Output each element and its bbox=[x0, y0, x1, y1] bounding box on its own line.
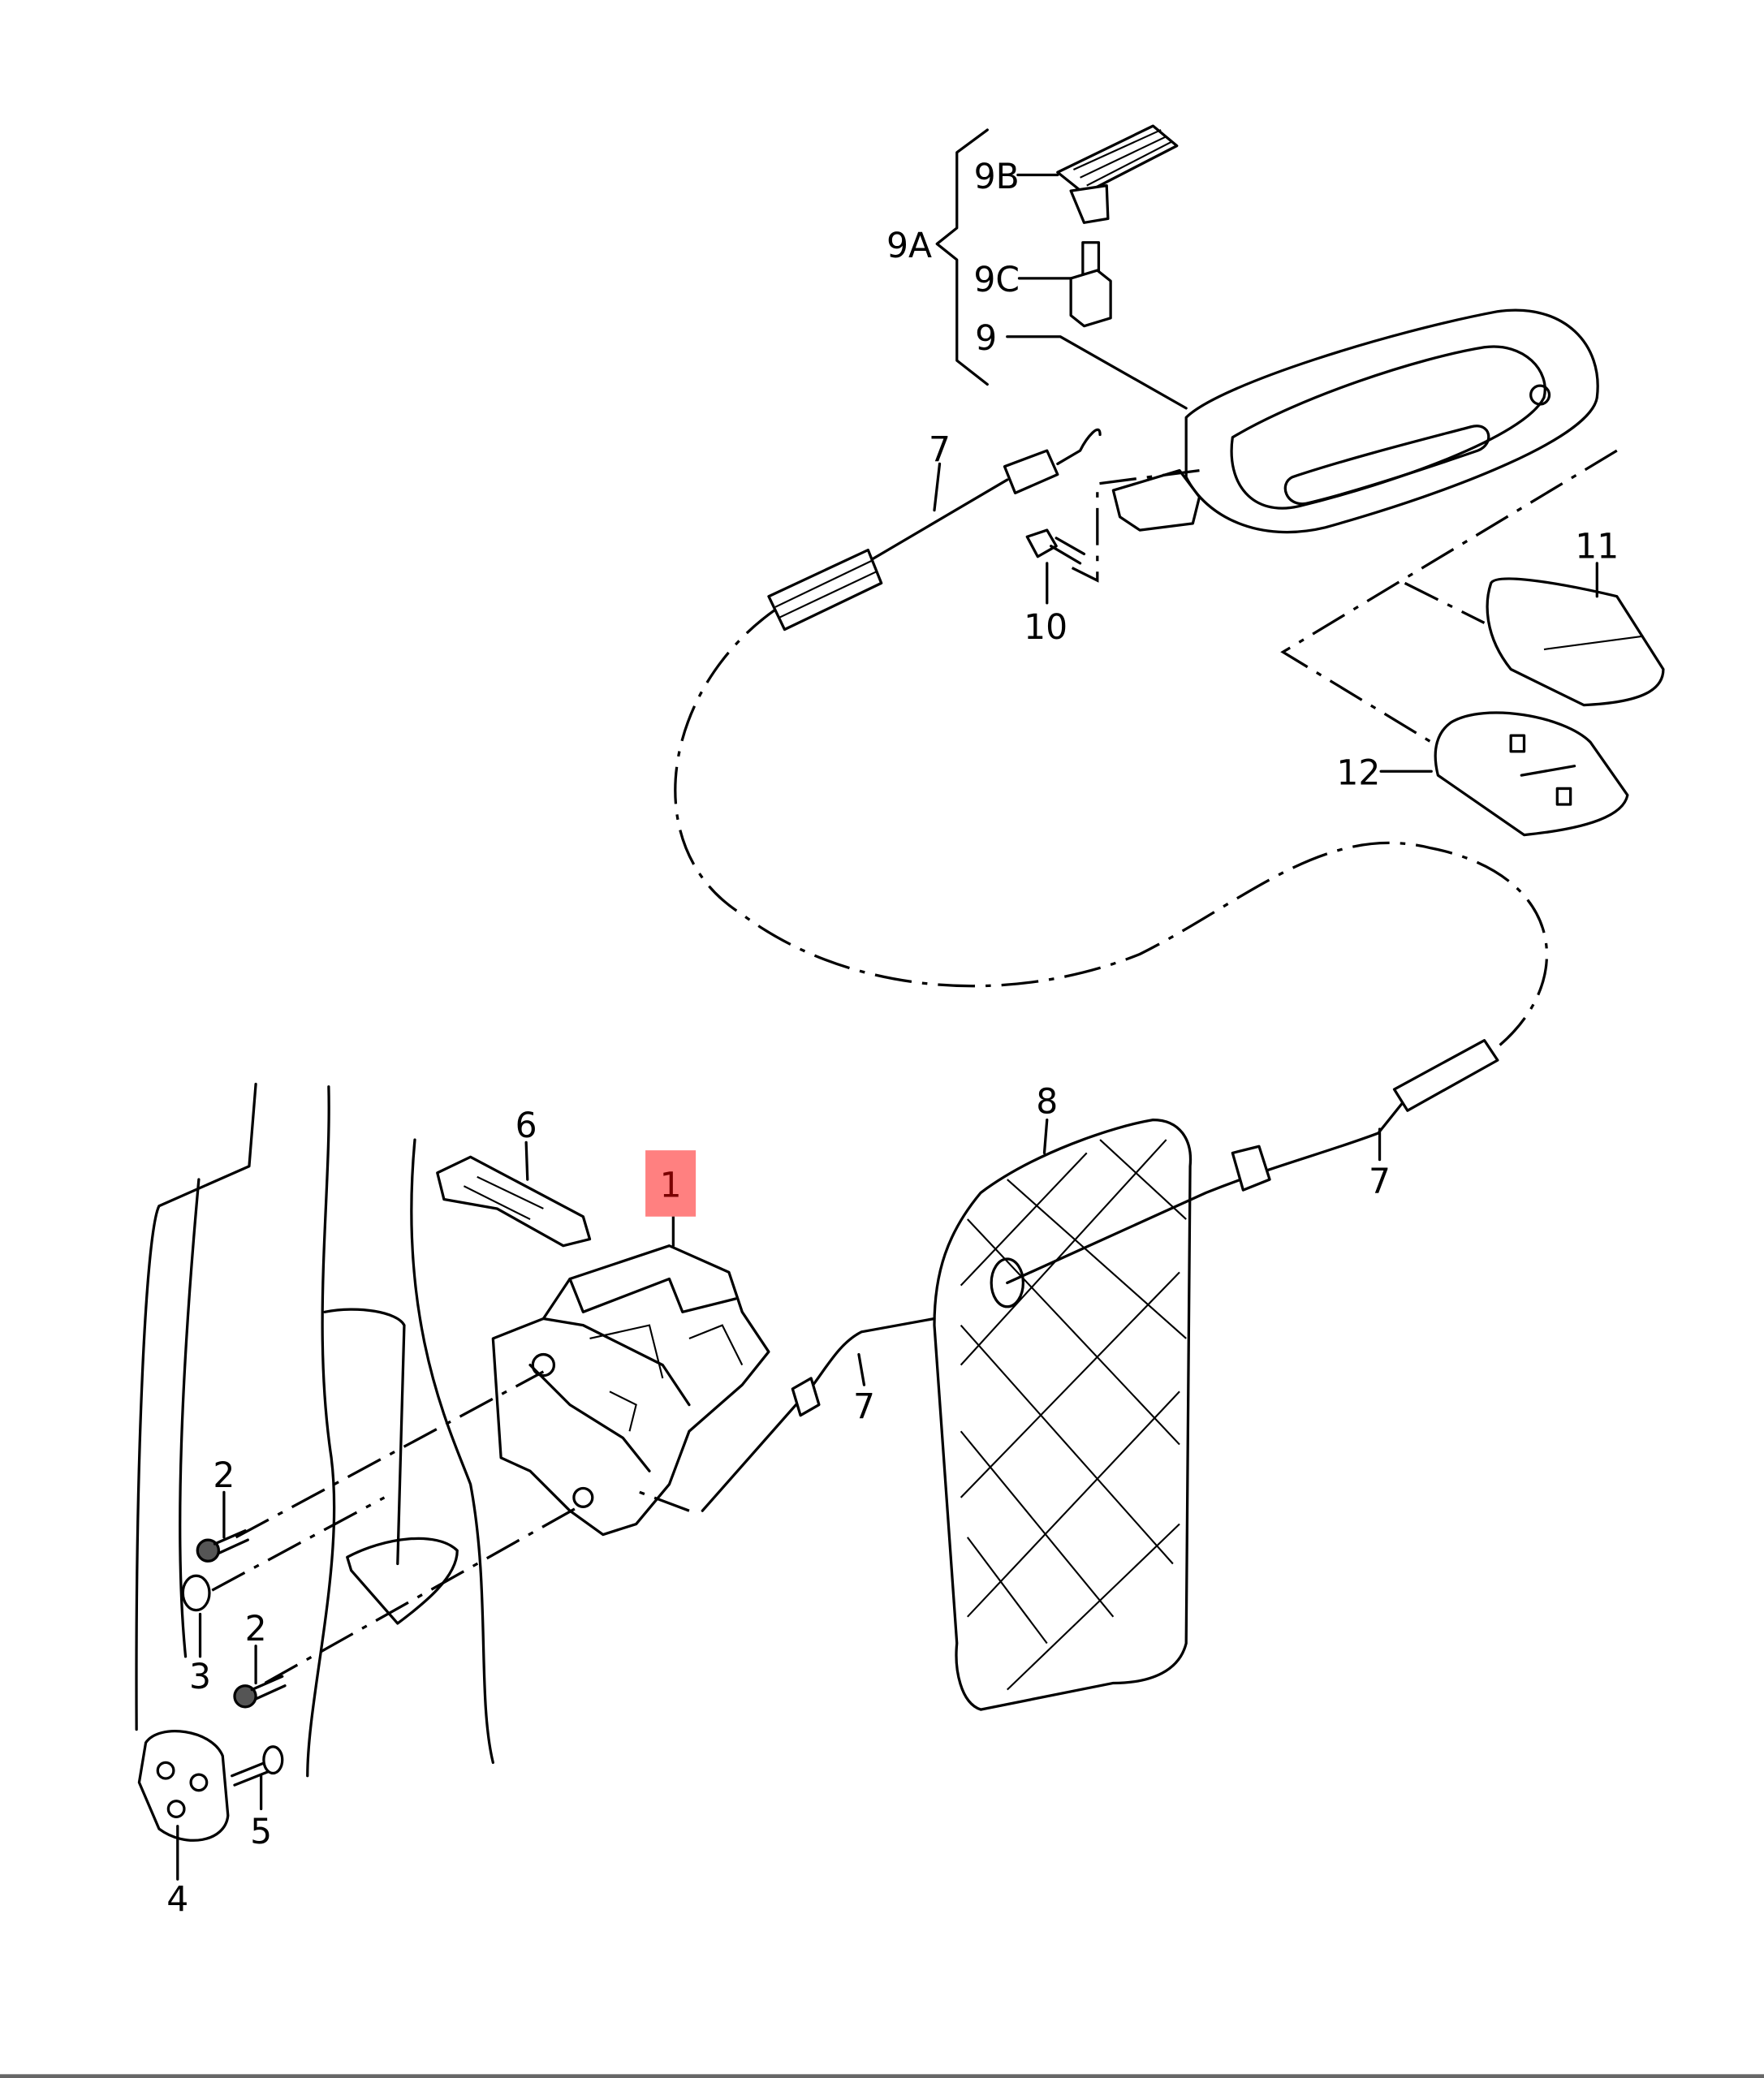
dash-group-11-12 bbox=[1280, 449, 1618, 744]
part-11-cover bbox=[1486, 577, 1665, 707]
part-9-inner-handle bbox=[1111, 308, 1599, 534]
part-7-cable-lower bbox=[701, 1039, 1499, 1512]
screw-axis-lines bbox=[211, 1370, 690, 1684]
door-frame bbox=[135, 1082, 494, 1778]
part-12-lock-switch bbox=[1434, 711, 1629, 837]
callout-3[interactable]: 3 bbox=[189, 1658, 211, 1697]
callout-4[interactable]: 4 bbox=[166, 1880, 188, 1920]
dash-group-9-10 bbox=[1070, 468, 1200, 583]
callout-11[interactable]: 11 bbox=[1575, 527, 1619, 567]
callout-9a[interactable]: 9A bbox=[886, 226, 932, 266]
part-5-screw bbox=[231, 1745, 284, 1787]
part-1-door-lock bbox=[491, 1244, 770, 1537]
part-9c-pin bbox=[1069, 241, 1112, 328]
part-2-screw-lower bbox=[233, 1675, 287, 1709]
callout-9b[interactable]: 9B bbox=[974, 157, 1020, 197]
part-2-screw-upper bbox=[196, 1529, 249, 1563]
callout-1[interactable]: 1 bbox=[660, 1166, 682, 1205]
part-7-cable-upper bbox=[767, 428, 1102, 632]
highlight-box-part-1 bbox=[645, 1150, 697, 1217]
callout-7-upper[interactable]: 7 bbox=[929, 430, 951, 470]
callout-2-lower[interactable]: 2 bbox=[245, 1610, 267, 1649]
part-9b-trim bbox=[1056, 124, 1179, 224]
callout-7-right[interactable]: 7 bbox=[1369, 1162, 1391, 1201]
part-3-cap bbox=[181, 1574, 211, 1612]
callout-2-upper[interactable]: 2 bbox=[213, 1456, 235, 1496]
callout-12[interactable]: 12 bbox=[1336, 754, 1380, 794]
bottom-border bbox=[0, 2074, 1764, 2078]
cable-path-dashed bbox=[674, 608, 1548, 1049]
part-6-bracket bbox=[436, 1155, 592, 1248]
group-bracket-9a bbox=[935, 128, 989, 386]
callout-9c[interactable]: 9C bbox=[973, 261, 1020, 300]
callout-6[interactable]: 6 bbox=[515, 1106, 537, 1146]
callout-8[interactable]: 8 bbox=[1036, 1082, 1058, 1122]
callout-7-lower[interactable]: 7 bbox=[853, 1387, 875, 1427]
leader-lines bbox=[176, 173, 1598, 1881]
callout-5[interactable]: 5 bbox=[250, 1813, 272, 1852]
part-8-insulation-pad bbox=[933, 1118, 1193, 1711]
callout-9[interactable]: 9 bbox=[975, 319, 997, 359]
callout-10[interactable]: 10 bbox=[1024, 608, 1067, 648]
part-10-screw bbox=[1025, 528, 1086, 565]
part-4-striker bbox=[137, 1730, 230, 1842]
